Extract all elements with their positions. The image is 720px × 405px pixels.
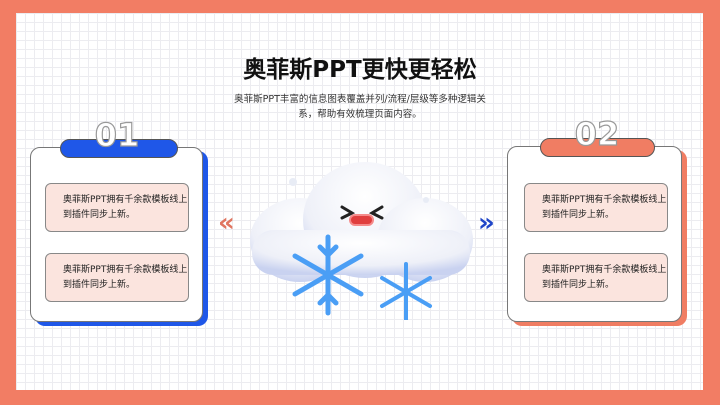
face-icon	[340, 205, 384, 220]
chevron-double-left-icon: «	[218, 208, 235, 238]
card-02-item: 奥菲斯PPT拥有千余款模板线上到插件同步上新。	[524, 253, 668, 302]
page-subtitle: 奥菲斯PPT丰富的信息图表覆盖并列/流程/层级等多种逻辑关系，帮助有效梳理页面内…	[234, 94, 486, 120]
card-01-tab	[60, 139, 178, 158]
card-01-number: 01	[94, 115, 140, 154]
chevron-double-right-icon: »	[478, 208, 495, 238]
page-title: 奥菲斯PPT更快更轻松	[243, 57, 477, 83]
snowflake-icon	[292, 234, 364, 316]
snow-cloud-illustration	[250, 162, 473, 320]
card-01-item: 奥菲斯PPT拥有千余款模板线上到插件同步上新。	[45, 253, 189, 302]
mouth-icon	[349, 214, 374, 226]
card-01-item: 奥菲斯PPT拥有千余款模板线上到插件同步上新。	[45, 183, 189, 232]
card-02-number: 02	[574, 114, 620, 153]
snowflake-icon	[380, 262, 432, 320]
card-02-tab	[540, 138, 655, 157]
card-02-item: 奥菲斯PPT拥有千余款模板线上到插件同步上新。	[524, 183, 668, 232]
